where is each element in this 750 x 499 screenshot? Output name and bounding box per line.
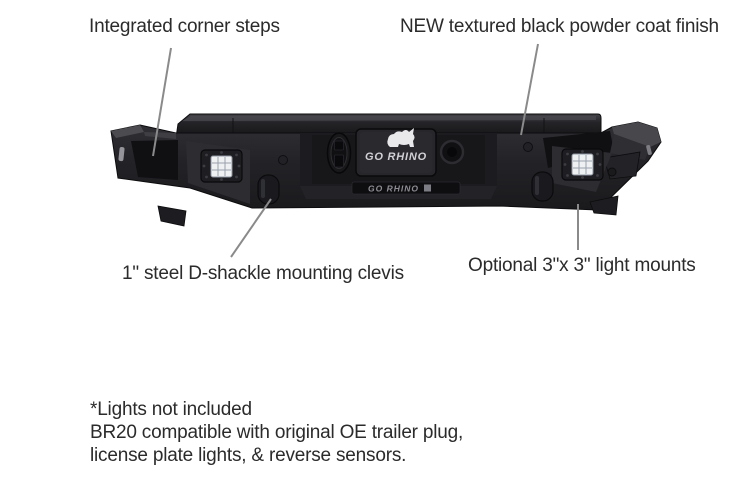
footnote: *Lights not included BR20 compatible wit…	[90, 398, 463, 467]
right-led-cube-icon	[571, 153, 594, 176]
reverse-sensor	[439, 139, 465, 165]
right-light-mount	[561, 148, 604, 181]
annotation-light-mounts: Optional 3"x 3" light mounts	[468, 255, 696, 276]
left-led-cube-icon	[210, 155, 233, 178]
footnote-line-2: BR20 compatible with original OE trailer…	[90, 422, 464, 443]
brand-plate: GO RHINO	[355, 128, 437, 177]
leader-line-shackle	[230, 198, 272, 258]
brand-plate-text: GO RHINO	[365, 151, 427, 163]
leader-lines	[152, 43, 579, 258]
trailer-plug	[326, 132, 352, 174]
stamp-text: GO RHINO	[368, 184, 419, 194]
annotation-shackle: 1" steel D-shackle mounting clevis	[122, 263, 404, 284]
footnote-line-3: license plate lights, & reverse sensors.	[90, 445, 407, 466]
leader-line-corner-steps	[152, 47, 172, 157]
leader-line-powder-coat	[520, 43, 539, 136]
right-shackle-clevis	[531, 171, 554, 202]
mounting-details	[157, 142, 619, 227]
left-light-mount	[200, 149, 243, 183]
lower-lip: GO RHINO	[300, 181, 497, 199]
stamp-rhino-icon	[424, 184, 431, 192]
left-end-cap	[111, 125, 176, 162]
rhino-logo-icon	[387, 128, 415, 147]
left-corner-step	[131, 140, 178, 180]
annotation-powder-coat: NEW textured black powder coat finish	[400, 16, 719, 37]
footnote-line-1: *Lights not included	[90, 399, 252, 420]
annotation-corner-steps: Integrated corner steps	[89, 16, 280, 37]
left-shackle-clevis	[257, 174, 280, 205]
